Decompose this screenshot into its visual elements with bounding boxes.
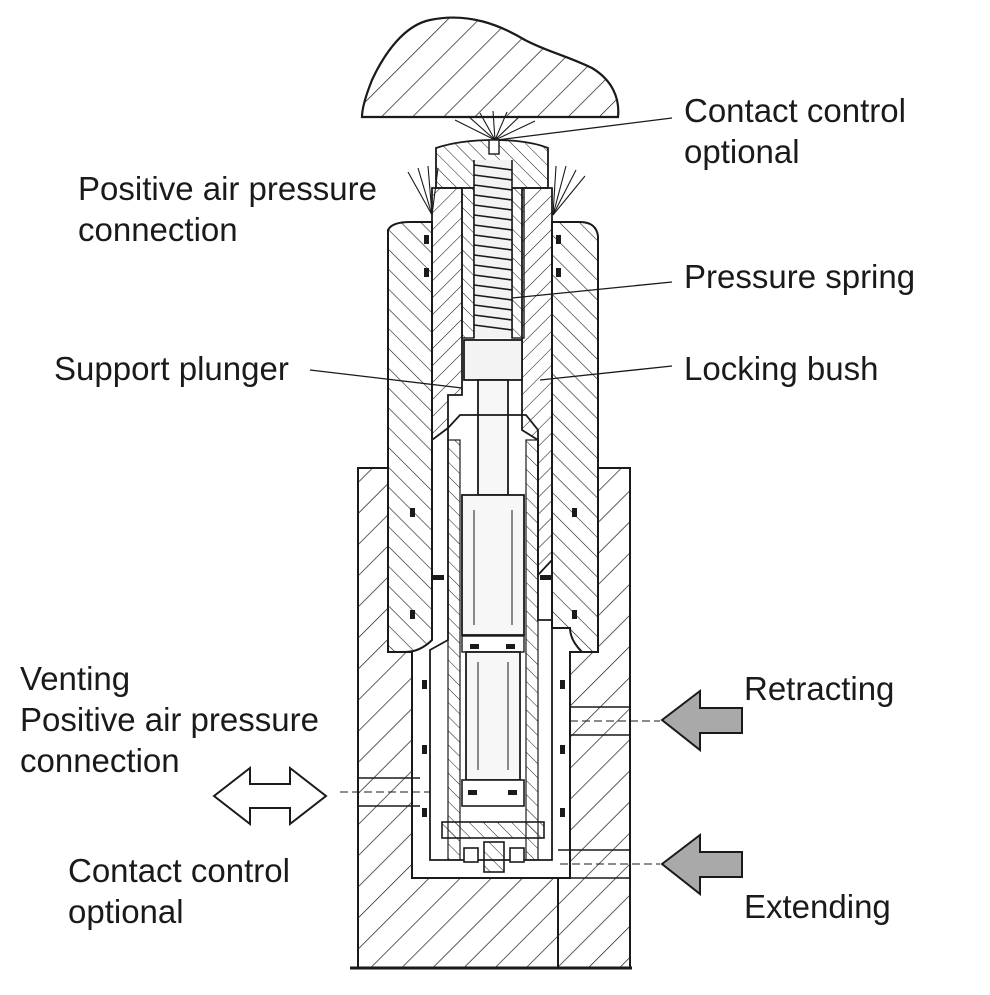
label-line: Positive air pressure	[78, 170, 377, 207]
air-burst-top	[454, 110, 536, 141]
label-line: Contact control	[68, 852, 290, 889]
spring-seat	[463, 339, 523, 381]
label-extending: Extending	[744, 886, 891, 927]
label-support-plunger: Support plunger	[54, 348, 289, 389]
label-positive-air-top: Positive air pressure connection	[78, 168, 377, 250]
piston-rod	[477, 379, 509, 496]
label-pressure-spring: Pressure spring	[684, 256, 915, 297]
label-line: Pressure spring	[684, 258, 916, 295]
label-venting: Venting Positive air pressure connection	[20, 658, 319, 781]
inner-tube-wall-right	[525, 439, 539, 861]
label-line: optional	[68, 893, 184, 930]
outer-body-right	[551, 221, 599, 653]
label-line: Support plunger	[54, 350, 289, 387]
leader-lines	[309, 117, 673, 389]
label-line: Extending	[744, 888, 891, 925]
venting-port	[340, 777, 430, 807]
label-retracting: Retracting	[744, 668, 894, 709]
inner-tube-wall-left	[447, 439, 461, 861]
plunger-wall-left	[461, 187, 475, 339]
retracting-port	[570, 706, 660, 736]
workpiece	[360, 16, 620, 119]
piston-lower	[465, 651, 521, 781]
seal-rings	[410, 235, 577, 817]
inner-tube	[429, 414, 553, 861]
label-line: connection	[20, 742, 180, 779]
contact-pin	[488, 139, 500, 155]
label-locking-bush: Locking bush	[684, 348, 878, 389]
outer-body	[387, 221, 433, 653]
plunger-wall-right	[511, 187, 525, 339]
extending-arrow-icon	[660, 832, 743, 897]
retracting-arrow-icon	[660, 688, 743, 753]
pressure-spring	[473, 160, 513, 338]
venting-double-arrow-icon	[212, 765, 328, 827]
extending-port	[558, 849, 660, 879]
label-line: Venting	[20, 660, 131, 697]
locking-bush-left	[431, 187, 463, 442]
label-line: connection	[78, 211, 238, 248]
label-contact-control-top: Contact control optional	[684, 90, 906, 172]
bottom-fittings	[463, 841, 525, 873]
air-burst-right	[552, 165, 586, 216]
label-line: Retracting	[744, 670, 895, 707]
label-contact-control-bottom: Contact control optional	[68, 850, 290, 932]
label-line: Positive air pressure	[20, 701, 319, 738]
piston-upper	[461, 494, 525, 636]
label-line: Contact control	[684, 92, 906, 129]
label-line: optional	[684, 133, 800, 170]
label-line: Locking bush	[684, 350, 879, 387]
piston-foot	[441, 821, 545, 839]
